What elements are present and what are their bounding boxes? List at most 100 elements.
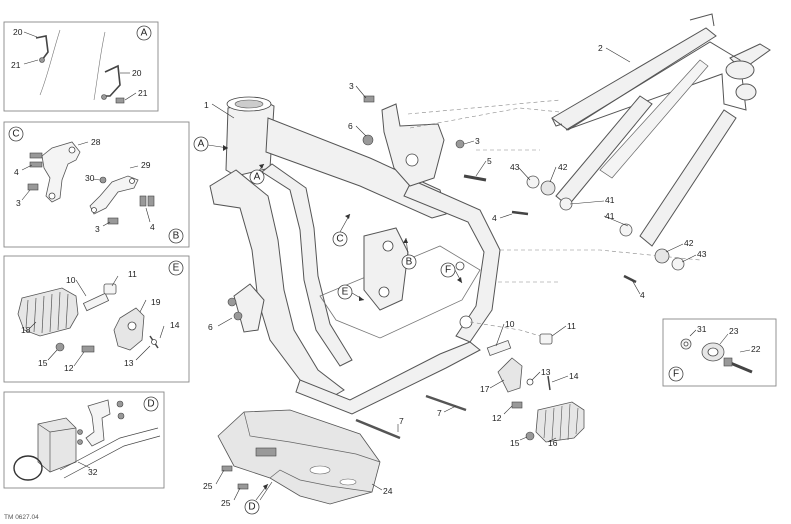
- brake-line-bracket-20b: [104, 64, 121, 97]
- callout-22: 22: [751, 344, 761, 354]
- inset-e-frame: [3, 255, 190, 383]
- subframe-2: [551, 13, 771, 247]
- nut-6: [362, 134, 374, 146]
- callout-4: 4: [14, 167, 19, 177]
- washer-43: [526, 175, 540, 189]
- washer-43: [671, 257, 685, 271]
- callout-7: 7: [399, 416, 404, 426]
- callout-11: 11: [128, 269, 137, 279]
- callout-32: 32: [88, 467, 98, 477]
- drawing-code: TM 0627.04: [4, 514, 39, 521]
- callout-23: 23: [729, 326, 739, 336]
- callout-16: 16: [548, 438, 558, 448]
- callout-2: 2: [598, 43, 603, 53]
- subframe-lower-strut-b: [639, 109, 737, 247]
- spring-15: [525, 431, 535, 441]
- callout-1: 1: [204, 100, 209, 110]
- bolt-25: [237, 483, 249, 490]
- main-detail-markers: A A C B E F D: [193, 136, 456, 515]
- marker-c-main: [332, 231, 348, 247]
- detail-marker-f: [668, 366, 684, 382]
- callout-7: 7: [437, 408, 442, 418]
- callout-12: 12: [64, 363, 74, 373]
- callout-20: 20: [132, 68, 142, 78]
- bolt-12: [511, 401, 523, 409]
- callout-6: 6: [348, 121, 353, 131]
- module-32: [37, 417, 77, 473]
- callout-14: 14: [569, 371, 579, 381]
- detail-marker-a-label: A: [141, 28, 148, 39]
- marker-b-main-label: B: [406, 257, 413, 268]
- subframe-upper-rail-a: [551, 27, 717, 131]
- marker-f-main-label: F: [445, 265, 451, 276]
- callout-4: 4: [150, 222, 155, 232]
- callout-6: 6: [208, 322, 213, 332]
- inset-a-frame: [3, 21, 159, 112]
- callout-30: 30: [85, 173, 95, 183]
- bolt-22: [723, 357, 733, 367]
- bushing-41: [619, 223, 633, 237]
- inset-f-frame: [662, 318, 777, 387]
- marker-a-main-label: A: [198, 139, 205, 150]
- callout-18: 18: [21, 325, 31, 335]
- bolt-5: [463, 174, 487, 182]
- callout-13: 13: [541, 367, 551, 377]
- bracket-d: [85, 399, 111, 447]
- down-tube-right: [261, 163, 353, 367]
- skid-plate-24: [217, 409, 381, 505]
- callout-20: 20: [13, 27, 23, 37]
- bolt-4: [511, 210, 529, 216]
- callout-41: 41: [605, 211, 615, 221]
- bracket-17: [497, 357, 523, 393]
- callout-13: 13: [124, 358, 134, 368]
- callout-31: 31: [697, 324, 707, 334]
- spring-14: [547, 375, 551, 391]
- inset-d: 32 D: [3, 391, 165, 489]
- marker-b-main: [401, 254, 417, 270]
- spring-15: [55, 342, 65, 352]
- detail-marker-c: [8, 126, 24, 142]
- bolt-7: [355, 418, 401, 440]
- pin-10: [82, 292, 110, 312]
- detail-marker-f-label: F: [673, 369, 679, 380]
- main-top-tube: [265, 117, 447, 219]
- hardware: [221, 95, 685, 490]
- callout-24: 24: [383, 486, 393, 496]
- main-frame: [209, 96, 501, 415]
- callout-10: 10: [505, 319, 515, 329]
- bolt-7: [425, 394, 467, 412]
- detail-arrows: [207, 144, 463, 501]
- callout-21: 21: [138, 88, 148, 98]
- callout-42: 42: [684, 238, 694, 248]
- bolt-4: [623, 274, 637, 284]
- pin-10: [486, 339, 512, 357]
- callout-4: 4: [640, 290, 645, 300]
- callout-25: 25: [221, 498, 231, 508]
- bolt-12: [81, 345, 95, 353]
- bushing-11: [539, 333, 553, 345]
- marker-d-main: [244, 499, 260, 515]
- bushing-11: [103, 283, 117, 295]
- callout-12: 12: [492, 413, 502, 423]
- leader-lines: [211, 47, 697, 501]
- inset-f: 31 23 22 F: [662, 318, 777, 387]
- washer-13: [526, 378, 534, 386]
- bracket-28: [41, 141, 81, 203]
- engine-mount-bracket: [381, 103, 445, 187]
- callout-43: 43: [510, 162, 520, 172]
- callout-43: 43: [697, 249, 707, 259]
- callout-14: 14: [170, 320, 180, 330]
- nut-6: [233, 311, 243, 321]
- detail-marker-b: [168, 228, 184, 244]
- callout-21: 21: [11, 60, 21, 70]
- callout-42: 42: [558, 162, 568, 172]
- detail-marker-d: [143, 396, 159, 412]
- phantom-lines: [407, 99, 701, 337]
- callout-29: 29: [141, 160, 151, 170]
- footpeg-16: [535, 401, 585, 443]
- callout-17: 17: [480, 384, 490, 394]
- marker-d-main-label: D: [248, 502, 255, 513]
- marker-e-main: [337, 284, 353, 300]
- rear-side-rail: [403, 179, 501, 343]
